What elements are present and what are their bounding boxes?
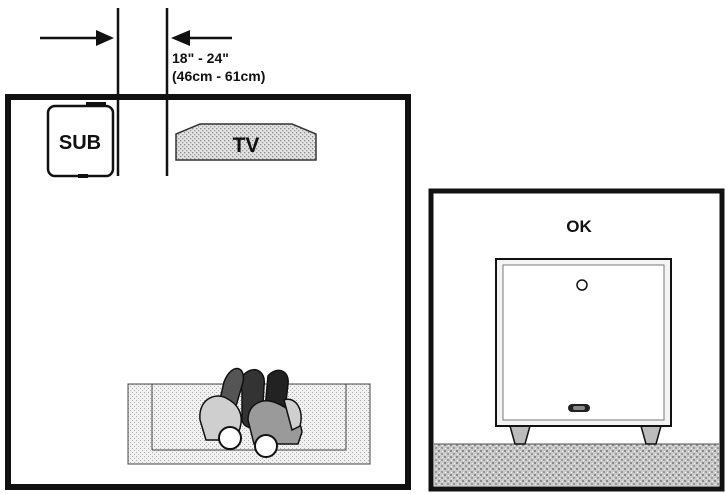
sub-label: SUB bbox=[59, 132, 101, 154]
floor-carpet bbox=[434, 444, 719, 486]
distance-metric-label: (46cm - 61cm) bbox=[172, 68, 265, 84]
subwoofer-top-view: SUB bbox=[46, 102, 115, 178]
listener-right bbox=[247, 369, 303, 458]
arrow-left-icon bbox=[171, 30, 232, 46]
subwoofer-front-view bbox=[495, 258, 672, 445]
distance-indicator: 18" - 24" (46cm - 61cm) bbox=[40, 8, 265, 176]
listener-left bbox=[199, 367, 265, 450]
tv-label: TV bbox=[233, 134, 260, 157]
room-top-view: SUB TV bbox=[5, 94, 411, 490]
distance-imperial-label: 18" - 24" bbox=[172, 50, 229, 66]
arrow-right-icon bbox=[40, 30, 114, 46]
placement-check-panel: OK bbox=[428, 188, 725, 492]
power-led-icon bbox=[576, 279, 588, 291]
tv-top-view: TV bbox=[175, 123, 317, 161]
room-outline bbox=[5, 94, 411, 490]
sofa-with-listeners bbox=[127, 367, 371, 465]
ok-status-label: OK bbox=[566, 217, 592, 236]
